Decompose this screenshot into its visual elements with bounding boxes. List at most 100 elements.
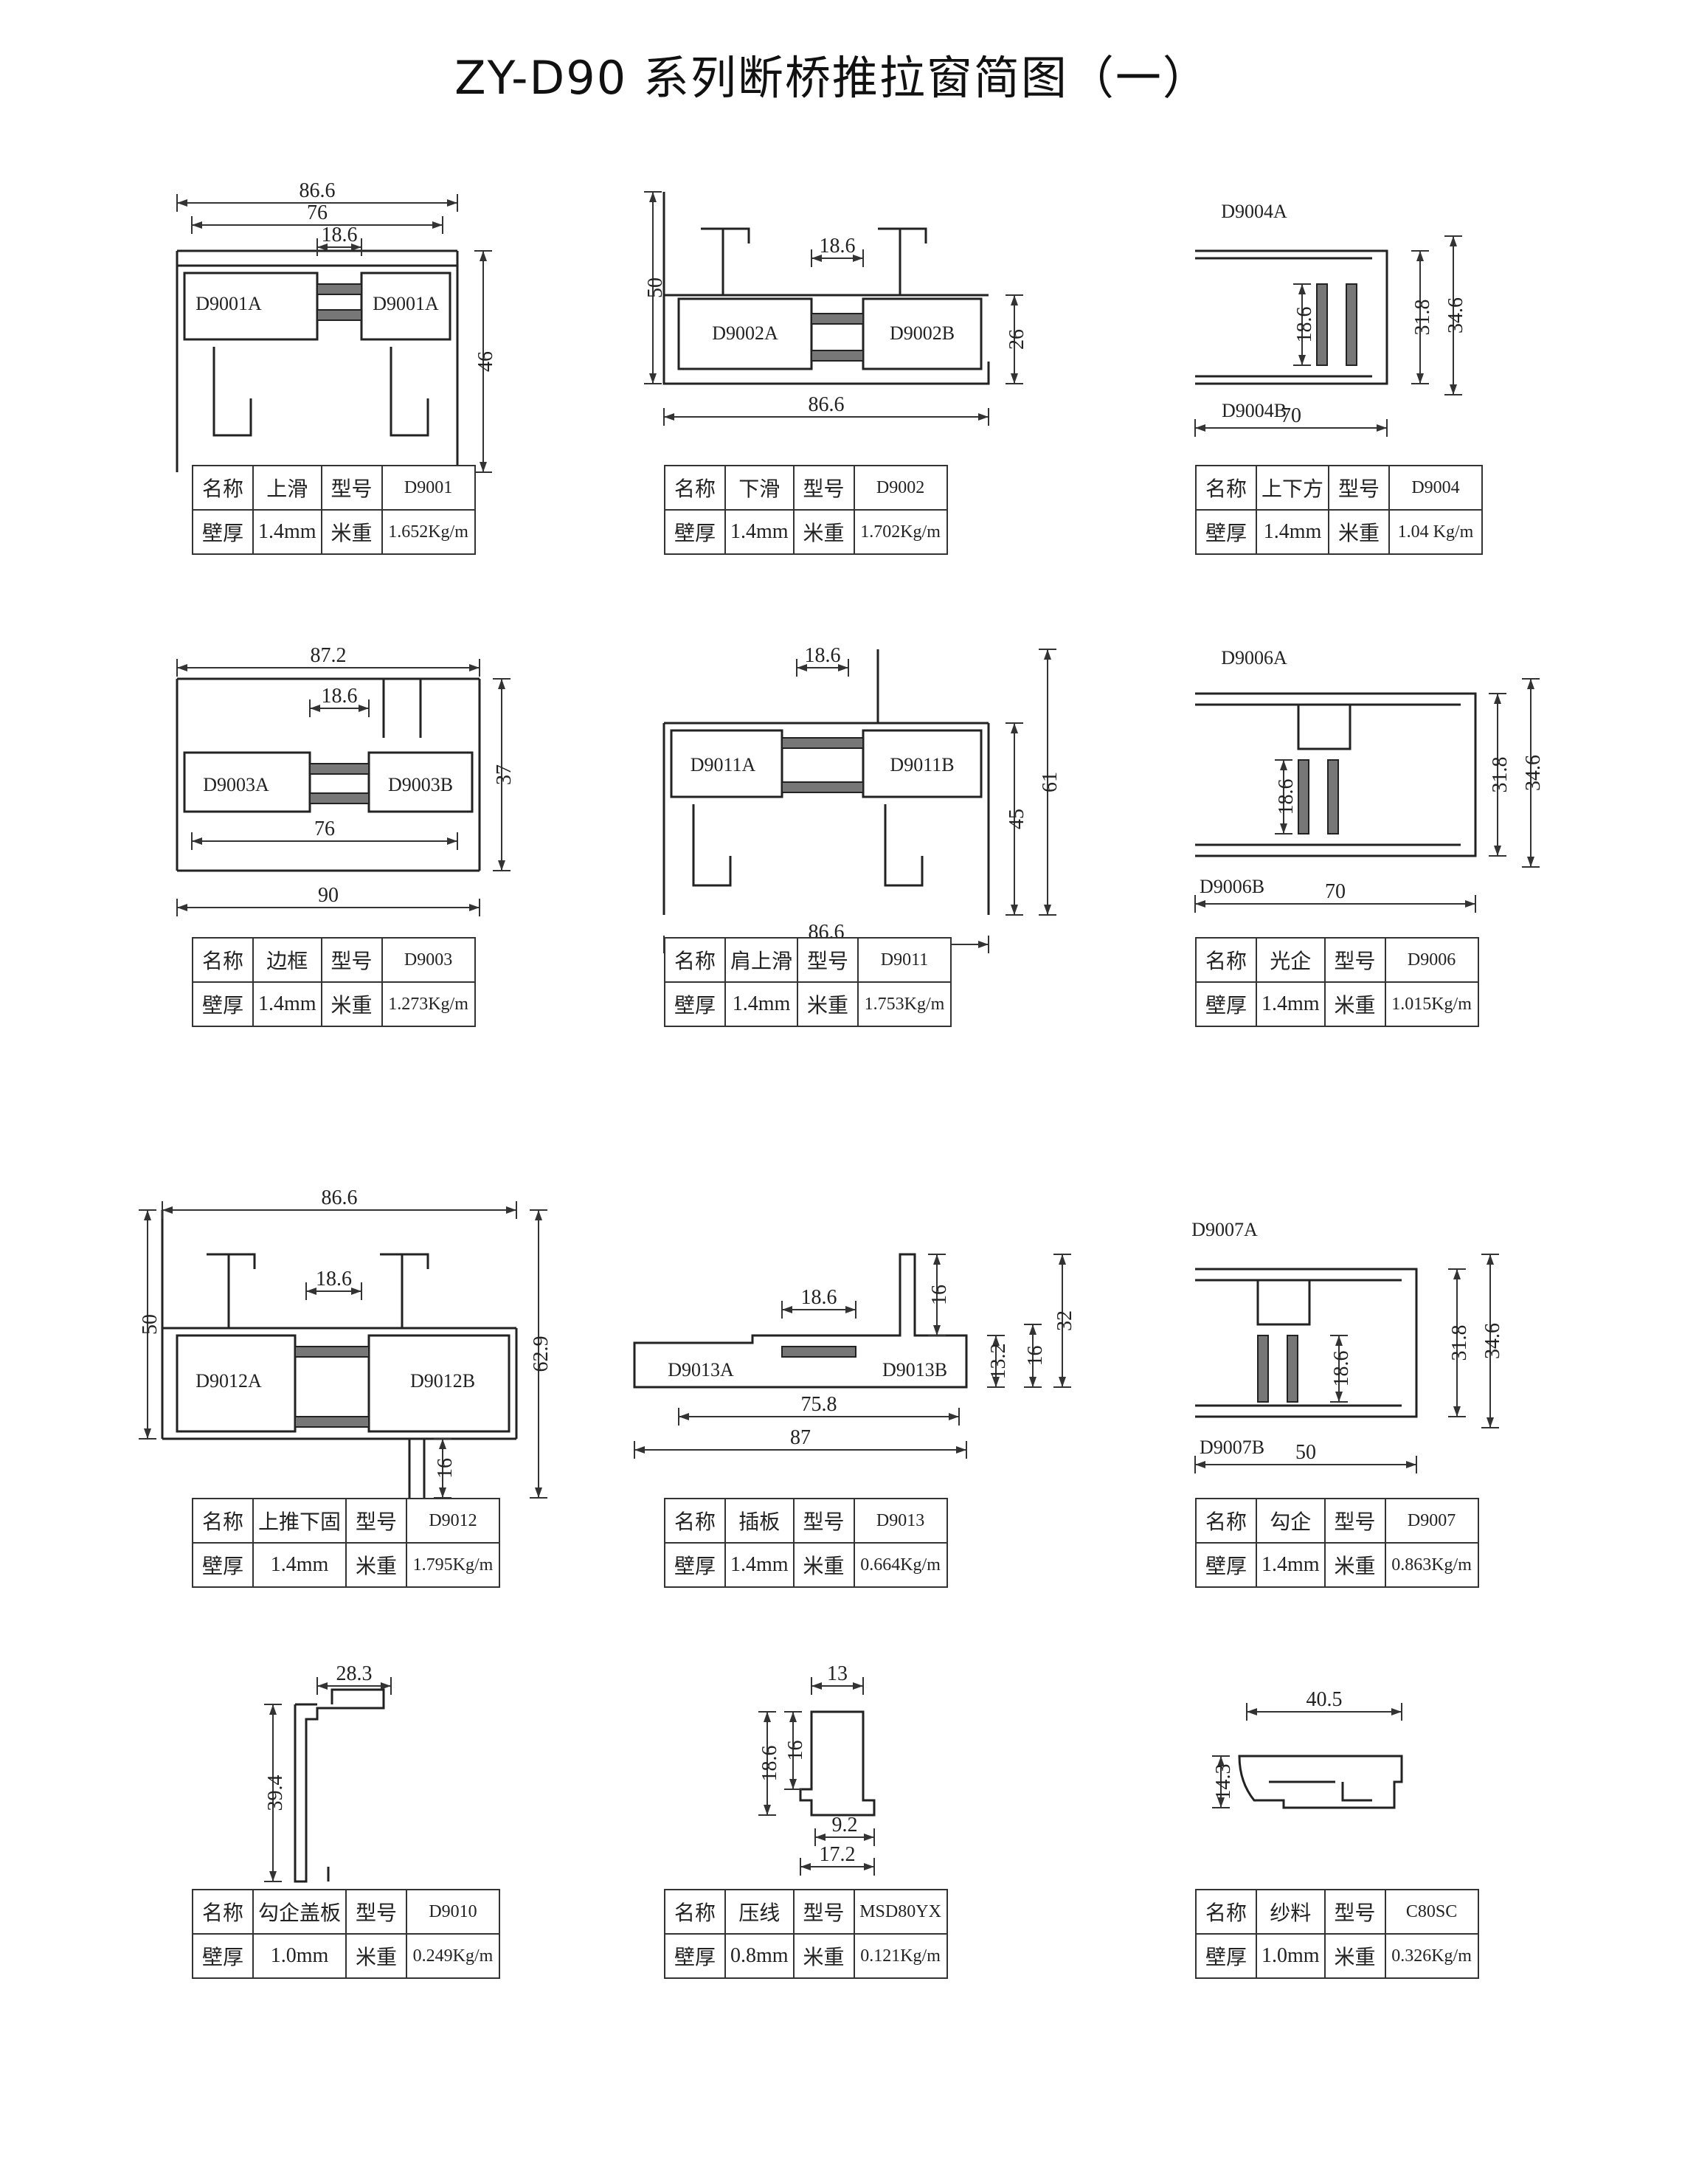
part-label: D9002A bbox=[712, 322, 778, 344]
spec-weight: 1.652Kg/m bbox=[381, 509, 476, 555]
part-label: D9003B bbox=[388, 774, 453, 795]
spec-thickness: 1.4mm bbox=[724, 1542, 795, 1588]
spec-label-weight: 米重 bbox=[1323, 1933, 1386, 1979]
spec-name: 插板 bbox=[724, 1498, 795, 1544]
dim-height: 18.6 bbox=[758, 1746, 781, 1782]
spec-label-name: 名称 bbox=[664, 1889, 726, 1935]
dim-top: 13 bbox=[827, 1662, 848, 1685]
part-label: D9011B bbox=[890, 754, 954, 775]
dim-width: 70 bbox=[1325, 880, 1346, 903]
dim-width: 28.3 bbox=[336, 1662, 373, 1685]
spec-thickness: 1.4mm bbox=[252, 509, 322, 555]
spec-label-thickness: 壁厚 bbox=[664, 1542, 726, 1588]
spec-label-name: 名称 bbox=[1195, 465, 1257, 511]
part-label: D9007B bbox=[1200, 1437, 1264, 1458]
dim-step: 16 bbox=[928, 1285, 951, 1305]
spec-model: C80SC bbox=[1384, 1889, 1479, 1935]
spec-label-name: 名称 bbox=[192, 1498, 254, 1544]
spec-label-name: 名称 bbox=[192, 1889, 254, 1935]
dim-height: 14.3 bbox=[1212, 1764, 1235, 1800]
spec-label-thickness: 壁厚 bbox=[664, 981, 726, 1027]
spec-thickness: 1.0mm bbox=[252, 1933, 347, 1979]
dim-bridge: 18.6 bbox=[805, 644, 841, 667]
dim-width: 86.6 bbox=[322, 1186, 358, 1209]
spec-label-model: 型号 bbox=[1323, 1498, 1386, 1544]
dim-width: 17.2 bbox=[820, 1843, 856, 1866]
part-label: D9013A bbox=[668, 1359, 734, 1380]
spec-model: D9007 bbox=[1384, 1498, 1479, 1544]
spec-thickness: 0.8mm bbox=[724, 1933, 795, 1979]
spec-label-model: 型号 bbox=[792, 465, 855, 511]
spec-label-model: 型号 bbox=[1323, 937, 1386, 983]
spec-label-name: 名称 bbox=[192, 937, 254, 983]
dim-inner: 31.8 bbox=[1411, 300, 1434, 336]
dim-inner: 16 bbox=[784, 1741, 807, 1761]
spec-label-weight: 米重 bbox=[792, 1542, 855, 1588]
dim-inner: 31.8 bbox=[1448, 1325, 1471, 1361]
dim-width: 50 bbox=[1295, 1441, 1316, 1464]
dim-bridge: 18.6 bbox=[316, 1268, 352, 1290]
spec-name: 上下方 bbox=[1255, 465, 1330, 511]
spec-label-model: 型号 bbox=[792, 1889, 855, 1935]
dim-height: 37 bbox=[493, 764, 516, 785]
profile-drawing: 28.339.4 bbox=[264, 1662, 392, 1883]
dim-bridge: 18.6 bbox=[1275, 779, 1298, 815]
part-label: D9003A bbox=[203, 774, 269, 795]
dim-inner: 76 bbox=[307, 201, 328, 224]
spec-label-name: 名称 bbox=[1195, 937, 1257, 983]
spec-name: 上滑 bbox=[252, 465, 322, 511]
spec-label-name: 名称 bbox=[1195, 1889, 1257, 1935]
dim-bridge: 18.6 bbox=[1330, 1351, 1353, 1387]
dim-bridge: 18.6 bbox=[820, 235, 856, 258]
part-label: D9002B bbox=[890, 322, 955, 344]
dim-width: 86.6 bbox=[300, 179, 336, 202]
spec-label-model: 型号 bbox=[1328, 465, 1391, 511]
dim-outer: 90 bbox=[318, 884, 339, 907]
spec-model: D9006 bbox=[1384, 937, 1479, 983]
dim-width: 87 bbox=[790, 1426, 811, 1449]
spec-model: D9013 bbox=[853, 1498, 948, 1544]
spec-label-model: 型号 bbox=[345, 1498, 408, 1544]
spec-label-thickness: 壁厚 bbox=[1195, 1933, 1257, 1979]
dim-inner: 45 bbox=[1006, 809, 1028, 829]
dim-height: 34.6 bbox=[1522, 755, 1545, 791]
spec-model: D9011 bbox=[857, 937, 952, 983]
spec-label-thickness: 壁厚 bbox=[192, 1542, 254, 1588]
part-label: D9001A bbox=[195, 293, 262, 314]
spec-label-model: 型号 bbox=[797, 937, 859, 983]
spec-label-name: 名称 bbox=[192, 465, 254, 511]
dim-lip: 9.2 bbox=[832, 1814, 858, 1836]
spec-name: 边框 bbox=[252, 937, 322, 983]
page-title: ZY-D90 系列断桥推拉窗简图（一） bbox=[454, 51, 1210, 105]
spec-label-model: 型号 bbox=[320, 465, 383, 511]
spec-weight: 1.273Kg/m bbox=[381, 981, 476, 1027]
spec-label-thickness: 壁厚 bbox=[1195, 981, 1257, 1027]
dim-width: 87.2 bbox=[311, 644, 347, 667]
